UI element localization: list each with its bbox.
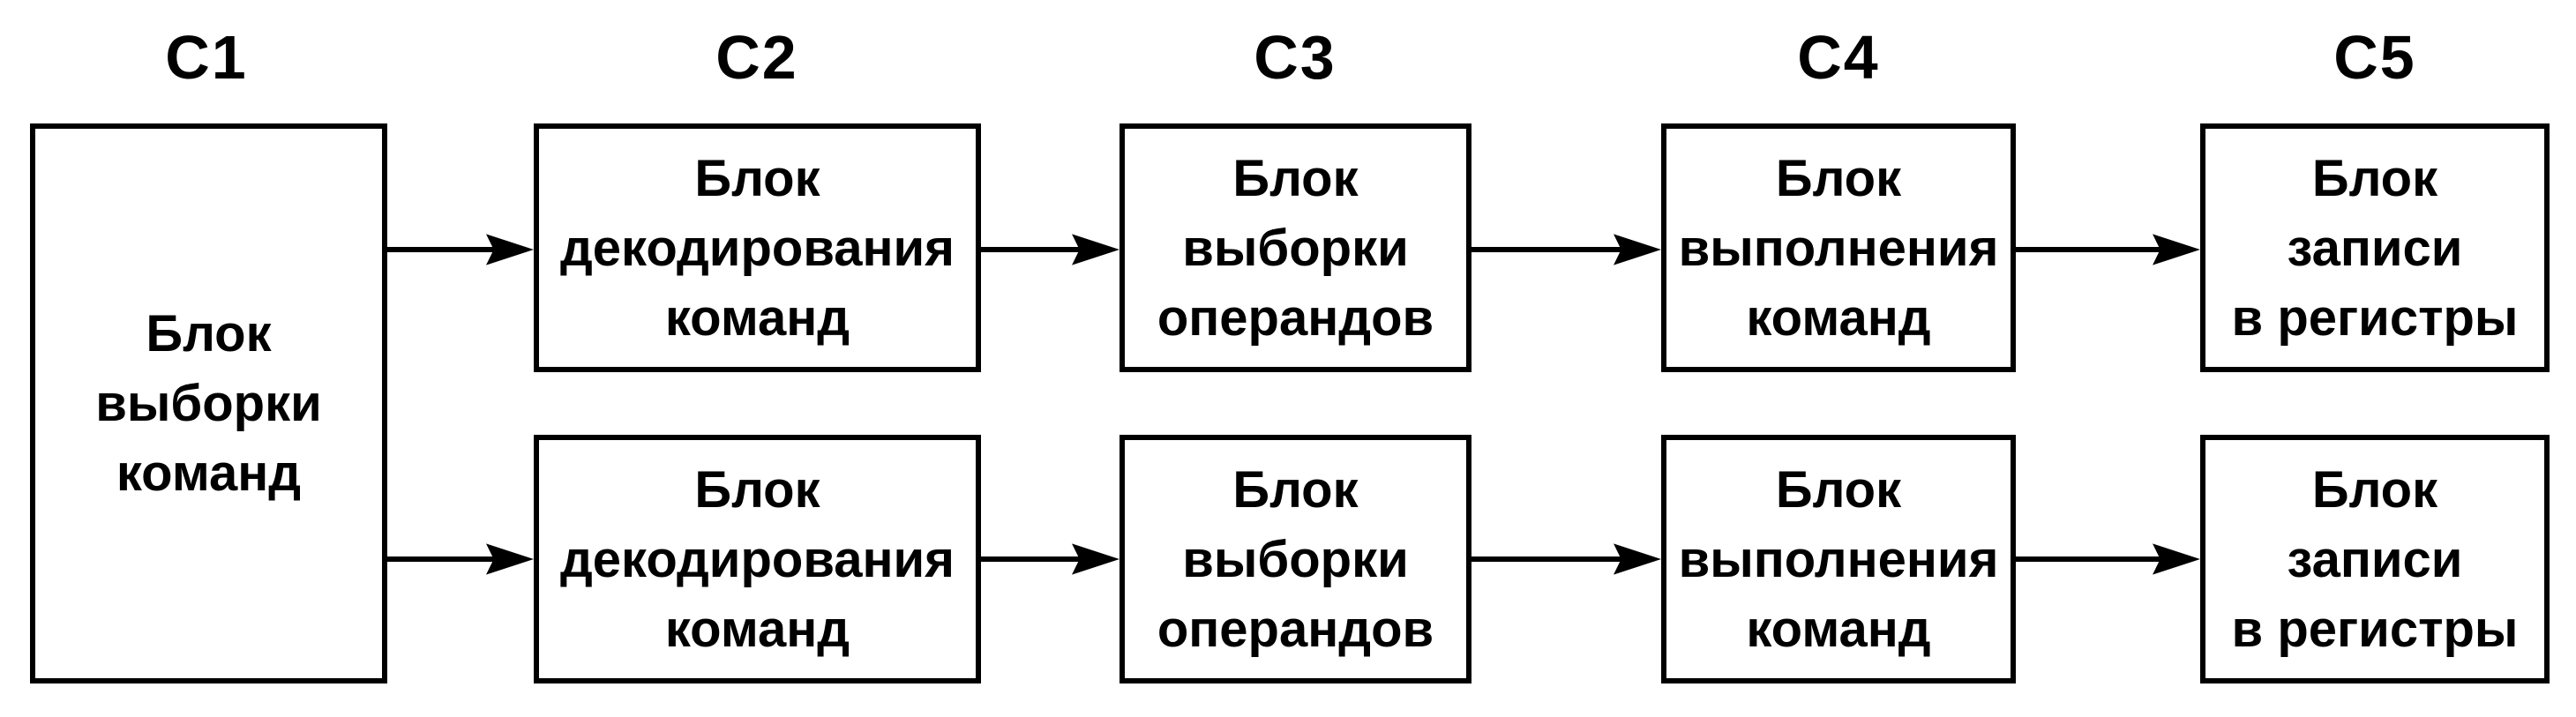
stage-label-c4: C4 — [1797, 23, 1880, 92]
stage-box-writeback-row1: Блок записи в регистры — [2200, 123, 2550, 372]
stage-box-writeback-row2: Блок записи в регистры — [2200, 435, 2550, 683]
arrow-shaft — [981, 247, 1086, 252]
stage-label-c3: C3 — [1254, 23, 1337, 92]
stage-label-c5: C5 — [2333, 23, 2416, 92]
stage-box-execute-row1: Блок выполнения команд — [1661, 123, 2016, 372]
arrow-shaft — [2016, 556, 2167, 562]
flow-arrow-fetch-decode-row2 — [387, 541, 534, 577]
flow-arrow-execute-writeback-row2 — [2016, 541, 2200, 577]
stage-box-writeback-row2-text: Блок записи в регистры — [2231, 460, 2519, 658]
stage-box-operand-row1-text: Блок выборки операндов — [1157, 149, 1434, 347]
stage-box-execute-row1-text: Блок выполнения команд — [1678, 149, 1999, 347]
stage-box-decode-row2-text: Блок декодирования команд — [559, 460, 955, 658]
stage-box-writeback-row1-text: Блок записи в регистры — [2231, 149, 2519, 347]
stage-box-operand-row1: Блок выборки операндов — [1120, 123, 1471, 372]
stage-box-execute-row2: Блок выполнения команд — [1661, 435, 2016, 683]
flow-arrow-decode-operand-row2 — [981, 541, 1120, 577]
arrow-shaft — [1471, 247, 1628, 252]
stage-box-operand-row2-text: Блок выборки операндов — [1157, 460, 1434, 658]
arrow-shaft — [981, 556, 1086, 562]
stage-box-decode-row1: Блок декодирования команд — [534, 123, 981, 372]
stage-label-c2: C2 — [715, 23, 798, 92]
flow-arrow-fetch-decode-row1 — [387, 232, 534, 267]
stage-label-c1: C1 — [165, 23, 248, 92]
arrow-shaft — [1471, 556, 1628, 562]
flow-arrow-operand-execute-row2 — [1471, 541, 1661, 577]
stage-box-fetch: Блок выборки команд — [30, 123, 387, 683]
stage-box-decode-row1-text: Блок декодирования команд — [559, 149, 955, 347]
arrow-shaft — [387, 247, 500, 252]
stage-box-operand-row2: Блок выборки операндов — [1120, 435, 1471, 683]
stage-box-decode-row2: Блок декодирования команд — [534, 435, 981, 683]
stage-box-fetch-text: Блок выборки команд — [95, 305, 322, 502]
stage-box-execute-row2-text: Блок выполнения команд — [1678, 460, 1999, 658]
arrow-shaft — [387, 556, 500, 562]
arrow-shaft — [2016, 247, 2167, 252]
flow-arrow-execute-writeback-row1 — [2016, 232, 2200, 267]
flow-arrow-operand-execute-row1 — [1471, 232, 1661, 267]
flow-arrow-decode-operand-row1 — [981, 232, 1120, 267]
